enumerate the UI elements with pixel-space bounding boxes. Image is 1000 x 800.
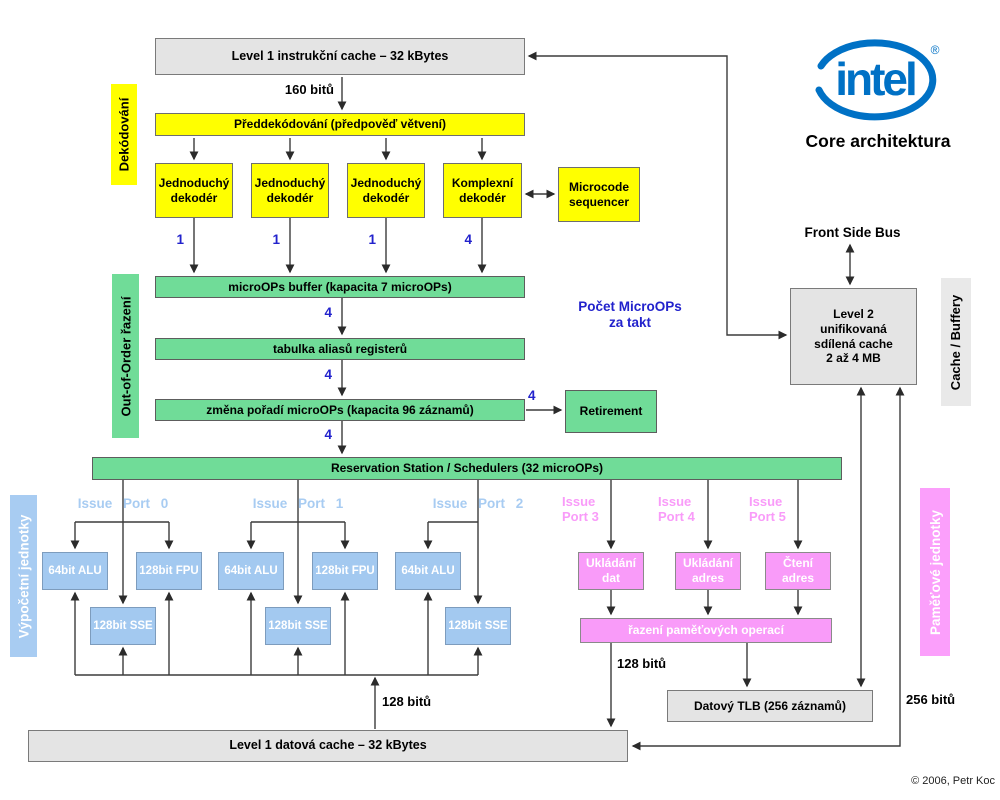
section-label-compute-units: Výpočetní jednotky xyxy=(10,495,37,657)
logo-registered-mark: ® xyxy=(931,43,940,57)
issue-port-2-label: Issue Port 2 xyxy=(432,496,524,511)
buffer-to-alias-count: 4 xyxy=(324,305,332,320)
simple-decoder-box-1: Jednoduchý dekodér xyxy=(155,163,233,218)
reorder-to-rs-count: 4 xyxy=(324,427,332,442)
decoder-output-count-1: 1 xyxy=(176,232,184,247)
decoder-output-count-4: 4 xyxy=(464,232,472,247)
section-label-out-of-order: Out-of-Order řazení xyxy=(112,274,139,438)
alu-unit-port0: 64bit ALU xyxy=(42,552,108,590)
logo-swirl xyxy=(815,39,937,121)
complex-decoder-box: Komplexní dekodér xyxy=(443,163,522,218)
alu-unit-port1: 64bit ALU xyxy=(218,552,284,590)
section-label-memory-units-text: Paměťové jednotky xyxy=(927,509,943,635)
retirement-box: Retirement xyxy=(565,390,657,433)
l2-cache-box: Level 2 unifikovaná sdílená cache 2 až 4… xyxy=(790,288,917,385)
register-alias-table-box: tabulka aliasů registerů xyxy=(155,338,525,360)
data-tlb-box: Datový TLB (256 záznamů) xyxy=(667,690,873,722)
simple-decoder-box-3: Jednoduchý dekodér xyxy=(347,163,425,218)
section-label-cache-buffers: Cache / Buffery xyxy=(941,278,971,406)
reorder-to-retirement-count: 4 xyxy=(528,388,536,403)
section-label-decoding: Dekódování xyxy=(111,84,137,185)
sse-unit-port2: 128bit SSE xyxy=(445,607,511,645)
alu-unit-port2: 64bit ALU xyxy=(395,552,461,590)
decoder-output-count-2: 1 xyxy=(272,232,280,247)
section-label-compute-units-text: Výpočetní jednotky xyxy=(16,514,31,638)
load-width-label: 128 bitů xyxy=(382,694,432,709)
l2-width-label: 256 bitů xyxy=(906,692,956,707)
issue-port-1-label: Issue Port 1 xyxy=(252,496,344,511)
fpu-unit-port0: 128bit FPU xyxy=(136,552,202,590)
l1-instruction-cache-box: Level 1 instrukční cache – 32 kBytes xyxy=(155,38,525,75)
logo-wordmark: intel xyxy=(835,53,915,105)
l1-data-cache-box: Level 1 datová cache – 32 kBytes xyxy=(28,730,628,762)
section-label-out-of-order-text: Out-of-Order řazení xyxy=(118,296,133,416)
reservation-station-box: Reservation Station / Schedulers (32 mic… xyxy=(92,457,842,480)
store-data-unit: Ukládání dat xyxy=(578,552,644,590)
section-label-decoding-text: Dekódování xyxy=(116,97,132,172)
section-label-cache-buffers-text: Cache / Buffery xyxy=(948,294,964,390)
sse-unit-port0: 128bit SSE xyxy=(90,607,156,645)
issue-port-3-label: Issue Port 3 xyxy=(562,494,599,525)
predecode-box: Předdekódování (předpověď větvení) xyxy=(155,113,525,136)
uop-buffer-box: microOPs buffer (kapacita 7 microOPs) xyxy=(155,276,525,298)
fetch-width-label: 160 bitů xyxy=(284,82,334,97)
sse-unit-port1: 128bit SSE xyxy=(265,607,331,645)
load-address-unit: Čtení adres xyxy=(765,552,831,590)
issue-port-4-label: Issue Port 4 xyxy=(658,494,695,525)
uops-per-clock-label: Počet MicroOPs za takt xyxy=(578,299,682,330)
fpu-unit-port1: 128bit FPU xyxy=(312,552,378,590)
store-width-label: 128 bitů xyxy=(617,656,667,671)
intel-logo: intel ® xyxy=(815,39,940,121)
issue-port-0-label: Issue Port 0 xyxy=(77,496,169,511)
reorder-buffer-box: změna pořadí microOPs (kapacita 96 zázna… xyxy=(155,399,525,421)
alias-to-reorder-count: 4 xyxy=(324,367,332,382)
microcode-sequencer-box: Microcode sequencer xyxy=(558,167,640,222)
issue-port-5-label: Issue Port 5 xyxy=(749,494,786,525)
memory-ordering-box: řazení paměťových operací xyxy=(580,618,832,643)
store-address-unit: Ukládání adres xyxy=(675,552,741,590)
decoder-output-count-3: 1 xyxy=(368,232,376,247)
front-side-bus-label: Front Side Bus xyxy=(804,225,901,240)
copyright-notice: © 2006, Petr Koc xyxy=(911,775,995,787)
diagram-subtitle: Core architektura xyxy=(805,131,951,151)
simple-decoder-box-2: Jednoduchý dekodér xyxy=(251,163,329,218)
section-label-memory-units: Paměťové jednotky xyxy=(920,488,950,656)
